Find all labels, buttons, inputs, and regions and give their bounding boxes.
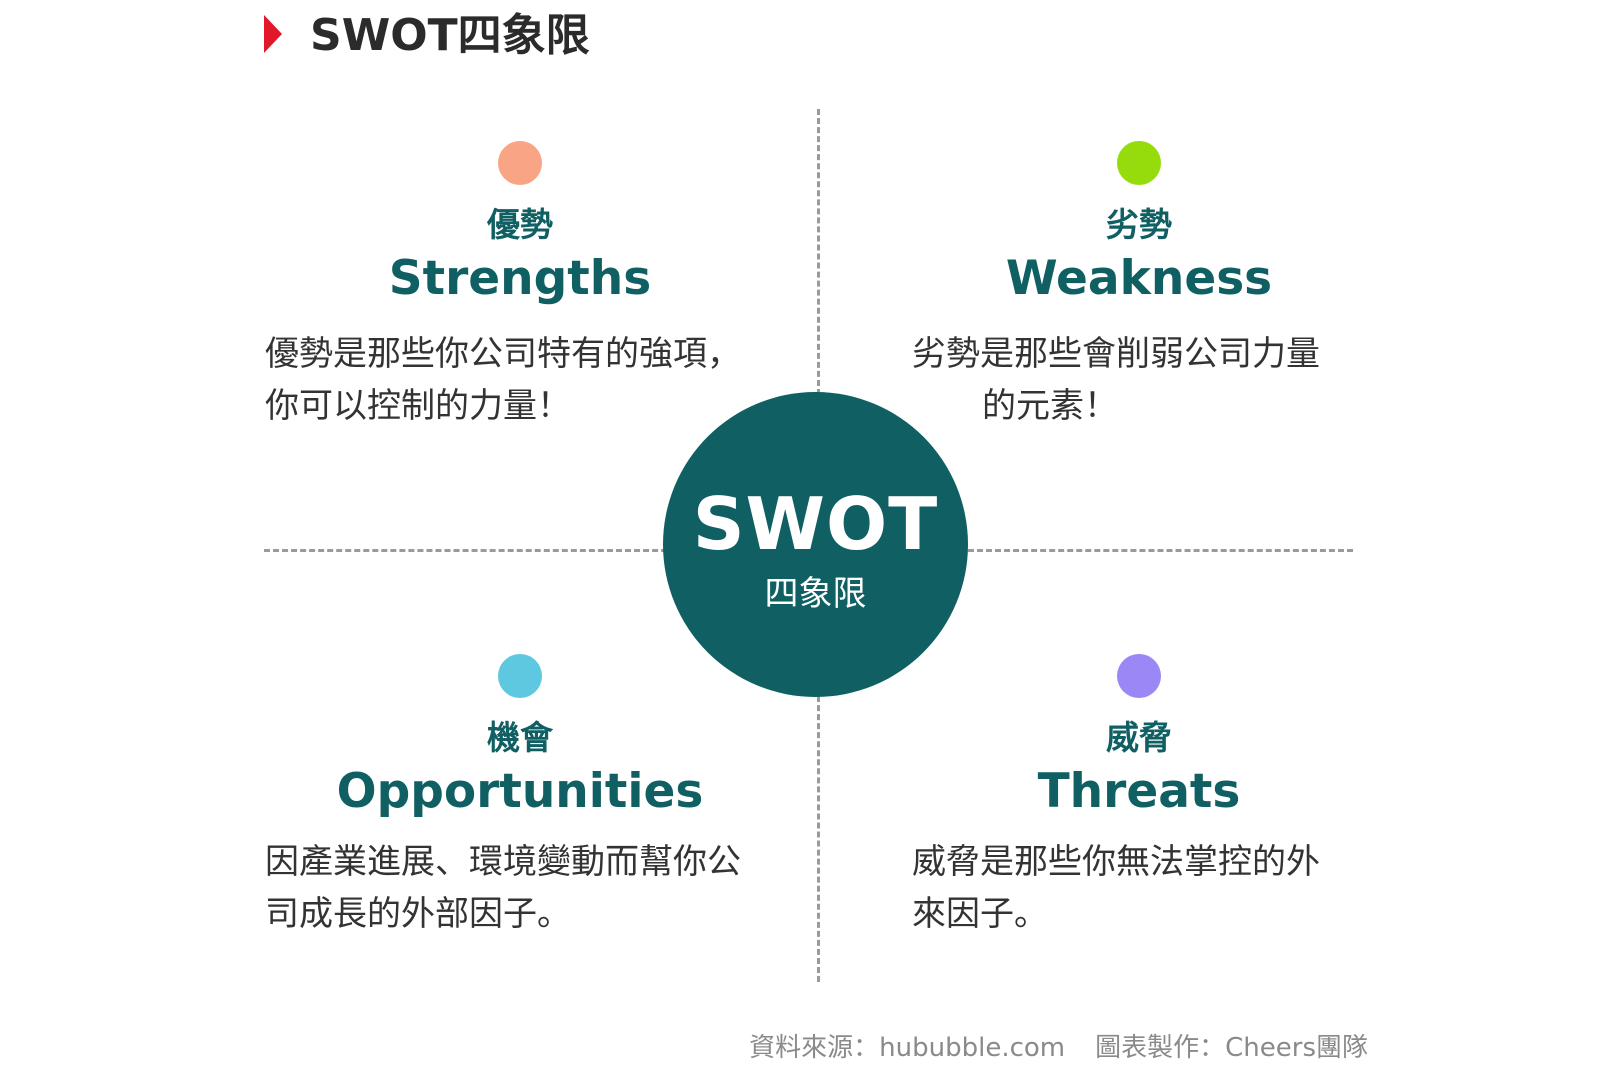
threats-description: 威脅是那些你無法掌控的外 來因子。	[912, 836, 1320, 940]
quadrant-threats: 威脅 Threats	[879, 654, 1399, 820]
weakness-label-zh: 劣勢	[1106, 205, 1172, 244]
strengths-label-zh: 優勢	[487, 205, 553, 244]
threats-label-en: Threats	[1037, 764, 1241, 819]
source-credit: 資料來源：hububble.com	[749, 1033, 1066, 1063]
threats-desc-line: 威脅是那些你無法掌控的外	[912, 842, 1320, 882]
weakness-description: 劣勢是那些會削弱公司力量 的元素！	[912, 328, 1320, 432]
hub-subtitle: 四象限	[764, 574, 867, 614]
hub-title: SWOT	[692, 482, 939, 566]
quadrant-opportunities: 機會 Opportunities	[260, 654, 780, 820]
threats-desc-line: 來因子。	[912, 894, 1048, 934]
opportunities-desc-line: 因產業進展、環境變動而幫你公	[265, 842, 741, 882]
opportunities-desc-line: 司成長的外部因子。	[265, 894, 571, 934]
strengths-desc-line: 優勢是那些你公司特有的強項，	[265, 334, 741, 374]
opportunities-label-zh: 機會	[487, 718, 553, 757]
page-title: SWOT四象限	[310, 10, 590, 61]
weakness-desc-line: 劣勢是那些會削弱公司力量	[912, 334, 1320, 374]
opportunities-label-en: Opportunities	[336, 764, 704, 819]
quadrant-strengths: 優勢 Strengths	[260, 141, 780, 307]
strengths-label-en: Strengths	[388, 251, 652, 306]
threats-dot-icon	[1117, 654, 1161, 698]
weakness-desc-line: 的元素！	[982, 386, 1118, 426]
footer-credits: 資料來源：hububble.com 圖表製作：Cheers團隊	[749, 1030, 1368, 1066]
opportunities-dot-icon	[498, 654, 542, 698]
triangle-right-icon	[264, 15, 282, 53]
author-credit: 圖表製作：Cheers團隊	[1095, 1033, 1368, 1063]
swot-hub-circle: SWOT 四象限	[663, 392, 968, 697]
threats-label-zh: 威脅	[1106, 718, 1172, 757]
strengths-dot-icon	[498, 141, 542, 185]
weakness-dot-icon	[1117, 141, 1161, 185]
strengths-description: 優勢是那些你公司特有的強項， 你可以控制的力量！	[265, 328, 741, 432]
strengths-desc-line: 你可以控制的力量！	[265, 386, 571, 426]
opportunities-description: 因產業進展、環境變動而幫你公 司成長的外部因子。	[265, 836, 741, 940]
weakness-label-en: Weakness	[1005, 251, 1273, 306]
quadrant-weakness: 劣勢 Weakness	[879, 141, 1399, 307]
